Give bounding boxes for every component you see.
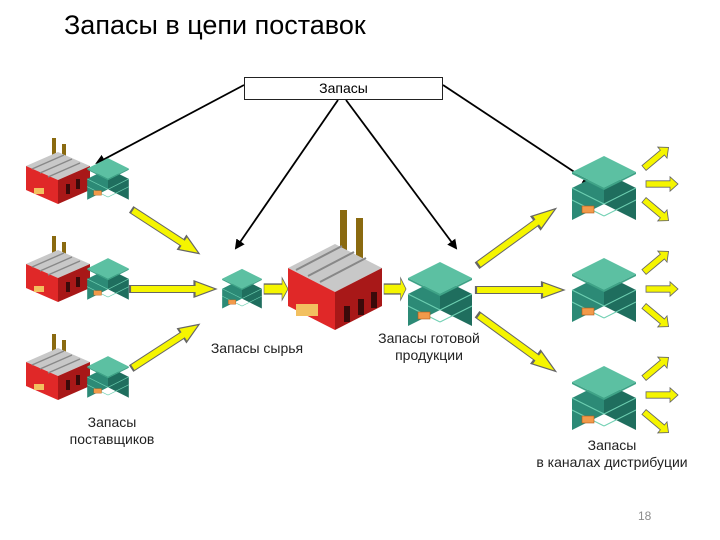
flow-arrow [638,141,674,174]
finished-goods-label: Запасы готовой продукции [362,330,496,364]
supplier-stock-label-line-1: Запасы [87,414,137,430]
raw-stock-label: Запасы сырья [210,340,304,356]
flow-arrow [263,277,289,301]
flow-arrow [638,300,674,333]
warehouse-icon [86,157,130,201]
supplier-2 [25,235,130,303]
distribution-stock-label-line-2: в каналах дистрибуции [536,454,688,470]
stock-link-finished [345,99,458,250]
distribution-stock-label-line-1: Запасы [587,437,637,453]
outbound-arrows [638,141,679,439]
distribution-warehouse-icon [571,257,637,323]
flow-arrow [128,279,218,299]
stock-box: Запасы [244,77,443,100]
stock-links [95,84,593,250]
factory-icon [25,333,91,401]
supplier-stock-label: Запасы поставщиков [50,414,174,448]
slide-title: Запасы в цепи поставок [64,10,366,40]
flow-arrow [472,201,562,273]
flow-arrow [638,245,674,278]
finished-goods-label-line-2: продукции [395,347,463,363]
supplier-1 [25,137,130,205]
warehouse-icon [86,355,130,399]
flow-arrow [638,194,674,227]
supplier-3 [25,333,130,401]
stock-link-distribution [442,84,593,185]
stock-link-suppliers [95,84,245,164]
flow-arrow [645,176,679,192]
flow-arrow [638,406,674,439]
factory-icon [25,235,91,303]
flow-arrow [645,387,679,403]
distribution-warehouse-icon [571,155,637,221]
distribution-warehouse-icon [571,365,637,431]
supplier-stock-label-line-2: поставщиков [69,431,155,447]
distribution-stock-label: Запасы в каналах дистрибуции [514,437,710,471]
raw-materials-warehouse-icon [221,268,263,309]
factory-icon [25,137,91,205]
flow-arrow [126,316,205,376]
finished-goods-label-line-1: Запасы готовой [378,330,480,346]
page-number: 18 [638,509,652,523]
stock-link-raw [234,99,339,250]
flow-arrow [474,280,566,300]
flow-arrow [645,281,679,297]
finished-goods-warehouse-icon [407,261,473,327]
flow-arrow [638,351,674,384]
flow-arrow [383,277,407,301]
main-plant-icon [288,210,382,330]
flow-arrow [126,202,205,262]
warehouse-icon [86,257,130,301]
